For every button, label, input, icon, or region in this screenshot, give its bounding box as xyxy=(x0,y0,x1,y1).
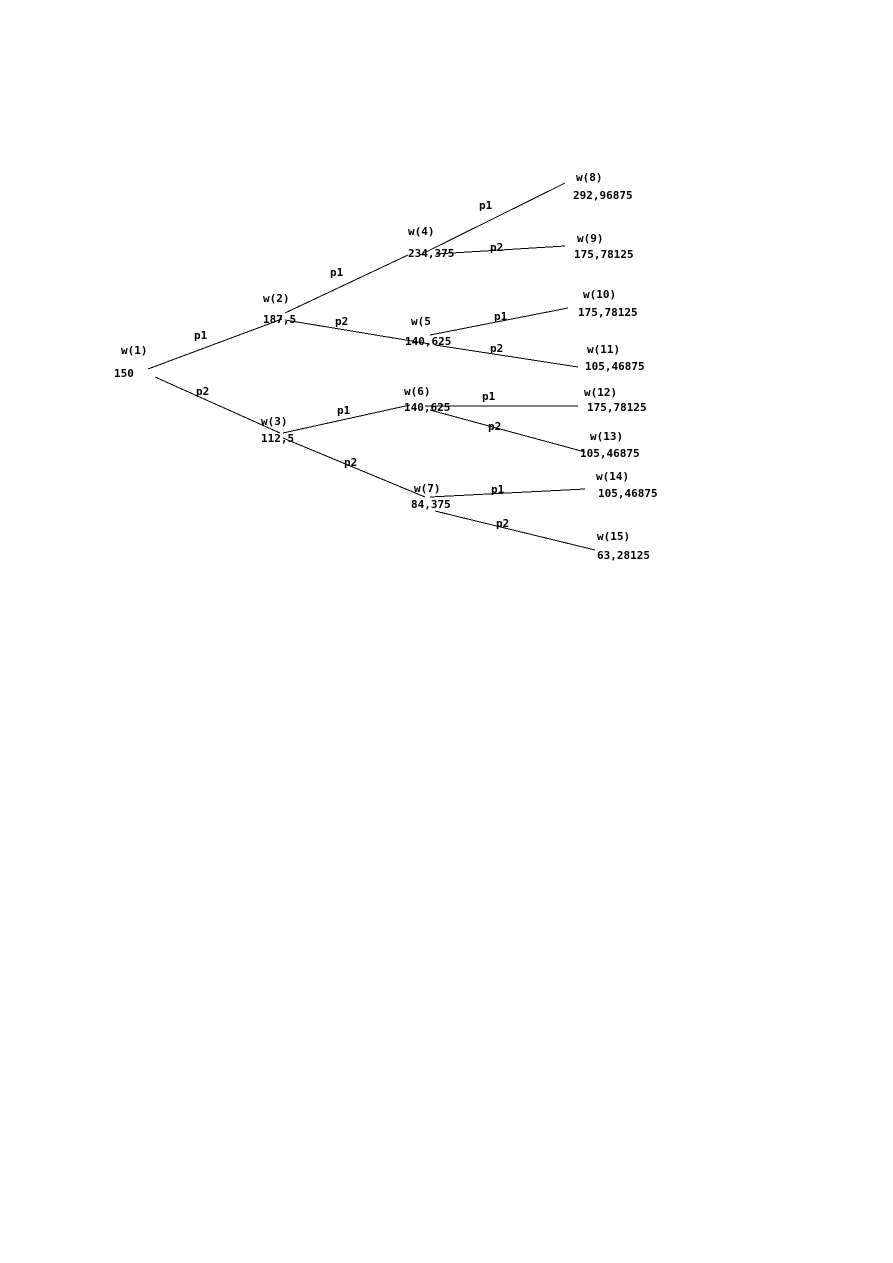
node-label: w(3) xyxy=(261,415,288,428)
edge-w2-w5 xyxy=(284,319,431,345)
edge-w1-w2 xyxy=(147,318,283,370)
node-label: w(10) xyxy=(583,288,616,301)
edge-w6-w13 xyxy=(429,409,586,453)
edge-label-w5-w11: p2 xyxy=(490,342,503,355)
node-value: 292,96875 xyxy=(573,189,633,202)
node-value: 105,46875 xyxy=(580,447,640,460)
node-value: 175,78125 xyxy=(587,401,647,414)
node-value: 175,78125 xyxy=(578,306,638,319)
node-label: w(8) xyxy=(576,171,603,184)
edge-w1-w3 xyxy=(154,376,281,434)
tree-edges xyxy=(147,182,596,551)
edge-label-w1-w2: p1 xyxy=(194,329,208,342)
edge-label-w6-w13: p2 xyxy=(488,420,501,433)
edge-w7-w15 xyxy=(434,510,596,551)
node-w8: w(8) 292,96875 xyxy=(573,171,633,202)
edge-label-w7-w14: p1 xyxy=(491,483,505,496)
node-label: w(11) xyxy=(587,343,620,356)
node-value: 234,375 xyxy=(408,247,454,260)
node-label: w(15) xyxy=(597,530,630,543)
node-w14: w(14) 105,46875 xyxy=(596,470,658,500)
node-w6: w(6) 140,625 xyxy=(404,385,450,414)
node-w7: w(7) 84,375 xyxy=(411,482,451,511)
node-label: w(13) xyxy=(590,430,623,443)
node-label: w(4) xyxy=(408,225,435,238)
edge-label-w6-w12: p1 xyxy=(482,390,496,403)
edge-w5-w10 xyxy=(429,307,569,336)
node-label: w(14) xyxy=(596,470,629,483)
edge-label-w4-w8: p1 xyxy=(479,199,493,212)
node-value: 150 xyxy=(114,367,134,380)
node-label: w(9) xyxy=(577,232,604,245)
edge-label-w4-w9: p2 xyxy=(490,241,503,254)
node-w11: w(11) 105,46875 xyxy=(585,343,645,373)
edge-label-w3-w6: p1 xyxy=(337,404,351,417)
edge-labels: p1 p2 p1 p2 p1 p2 p1 p2 p1 p2 p1 p2 p1 p… xyxy=(194,199,509,530)
node-w3: w(3) 112,5 xyxy=(261,415,294,445)
node-w12: w(12) 175,78125 xyxy=(584,386,647,414)
node-label: w(5 xyxy=(411,315,431,328)
node-w9: w(9) 175,78125 xyxy=(574,232,634,261)
edge-label-w2-w4: p1 xyxy=(330,266,344,279)
node-w2: w(2) 187,5 xyxy=(263,292,296,326)
node-w1: w(1) 150 xyxy=(114,344,148,380)
node-w10: w(10) 175,78125 xyxy=(578,288,638,319)
node-w15: w(15) 63,28125 xyxy=(597,530,650,562)
node-label: w(1) xyxy=(121,344,148,357)
node-value: 187,5 xyxy=(263,313,296,326)
node-w5: w(5 140,625 xyxy=(405,315,451,348)
node-w13: w(13) 105,46875 xyxy=(580,430,640,460)
node-w4: w(4) 234,375 xyxy=(408,225,454,260)
node-value: 63,28125 xyxy=(597,549,650,562)
edge-w3-w7 xyxy=(282,437,426,498)
edge-label-w3-w7: p2 xyxy=(344,456,357,469)
edge-w3-w6 xyxy=(282,404,411,434)
edge-label-w7-w15: p2 xyxy=(496,517,509,530)
node-label: w(7) xyxy=(414,482,441,495)
edge-w2-w4 xyxy=(284,254,409,314)
node-value: 140,625 xyxy=(404,401,450,414)
node-value: 112,5 xyxy=(261,432,294,445)
node-label: w(6) xyxy=(404,385,431,398)
edge-w4-w8 xyxy=(419,182,566,256)
node-label: w(2) xyxy=(263,292,290,305)
edge-w5-w11 xyxy=(434,344,579,368)
edge-label-w5-w10: p1 xyxy=(494,310,508,323)
edge-w4-w9 xyxy=(435,245,566,255)
tree-nodes: w(1) 150 w(2) 187,5 w(3) 112,5 w(4) 234,… xyxy=(114,171,658,562)
node-value: 140,625 xyxy=(405,335,451,348)
edge-label-w1-w3: p2 xyxy=(196,385,209,398)
node-value: 105,46875 xyxy=(598,487,658,500)
node-label: w(12) xyxy=(584,386,617,399)
node-value: 105,46875 xyxy=(585,360,645,373)
edge-label-w2-w5: p2 xyxy=(335,315,348,328)
node-value: 175,78125 xyxy=(574,248,634,261)
node-value: 84,375 xyxy=(411,498,451,511)
edge-w7-w14 xyxy=(429,488,586,498)
